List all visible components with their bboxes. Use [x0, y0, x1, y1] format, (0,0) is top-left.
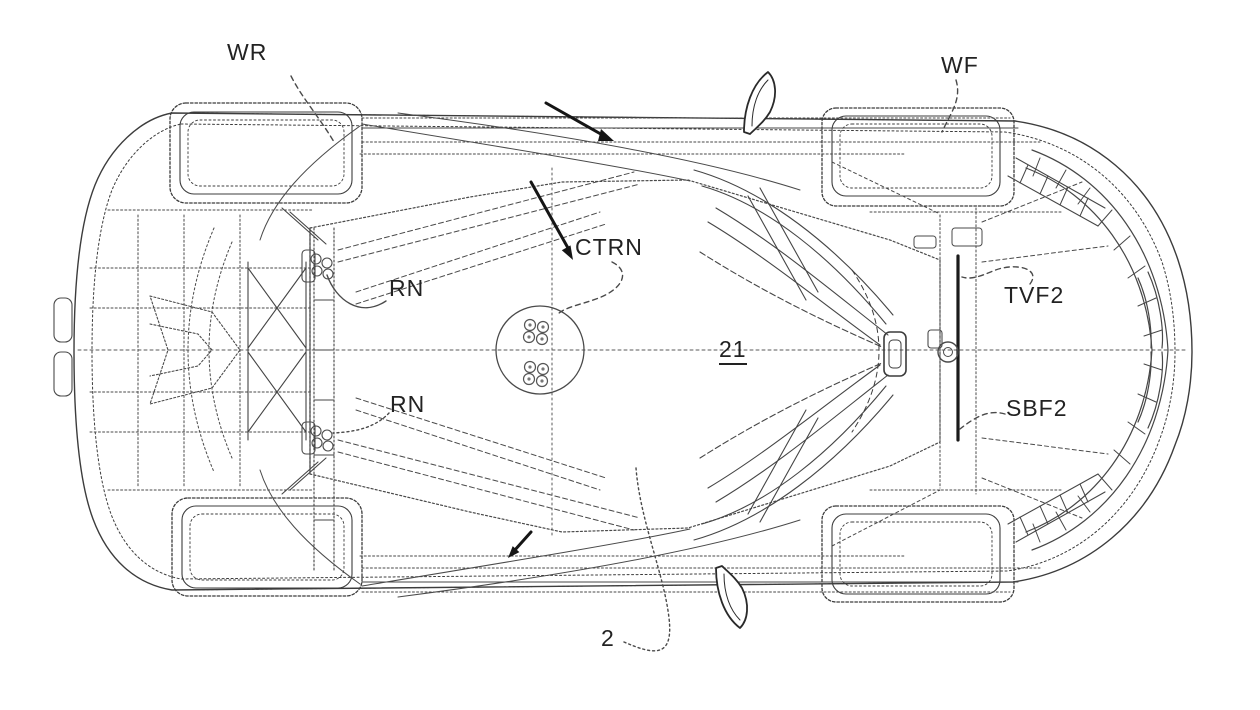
hood-lines — [981, 181, 1109, 519]
wheel-rear-top — [169, 102, 363, 204]
front-hub — [851, 269, 907, 433]
centerline — [77, 167, 1189, 539]
label-ref-2: 2 — [601, 625, 615, 651]
label-rn-lower: RN — [390, 391, 426, 417]
wheel-front-top — [821, 107, 1015, 207]
wheel-rear-bottom — [171, 497, 363, 597]
load-arrows — [508, 101, 614, 558]
front-bulkhead — [831, 161, 1063, 547]
label-ctrn: CTRN — [575, 234, 643, 260]
side-sills — [359, 117, 1041, 593]
rear-subframe — [247, 207, 335, 571]
ctrn-detail-circle — [495, 305, 585, 395]
greenhouse-curves — [259, 112, 801, 598]
nose-crash-beam — [1025, 149, 1169, 551]
rear-diffuser-arrow — [149, 295, 241, 405]
front-suspension-upper — [693, 169, 894, 348]
rn-node-lower — [301, 421, 334, 455]
leader-ctrn — [558, 261, 624, 314]
rear-structure-grid — [89, 209, 313, 491]
label-wf: WF — [941, 52, 979, 78]
taillight-clusters — [53, 297, 73, 397]
rn-node-upper — [301, 249, 334, 283]
label-ref-21: 21 — [719, 338, 747, 365]
diagonal-impact-tubes — [337, 171, 641, 531]
leader-wf — [941, 79, 959, 133]
label-sbf2: SBF2 — [1006, 395, 1068, 421]
front-suspension-lower — [693, 362, 894, 541]
label-tvf2: TVF2 — [1004, 282, 1065, 308]
leader-ref2 — [623, 467, 671, 652]
mirror-fin-top — [743, 71, 776, 135]
leader-rn-upper — [326, 274, 387, 309]
label-wr: WR — [227, 39, 268, 65]
leader-lines — [290, 75, 1034, 652]
headlight-curves — [1137, 271, 1164, 429]
rear-wheel-arch-arcs — [187, 227, 233, 473]
mirror-fin-bottom — [715, 565, 748, 629]
leader-tvf2 — [961, 266, 1034, 285]
leader-rn-lower — [332, 412, 390, 434]
front-diagonal-rails — [1007, 157, 1106, 543]
leader-sbf2 — [959, 411, 1006, 430]
label-rn-upper: RN — [389, 275, 425, 301]
leader-wr — [290, 75, 335, 143]
wheel-front-bottom — [821, 505, 1015, 603]
